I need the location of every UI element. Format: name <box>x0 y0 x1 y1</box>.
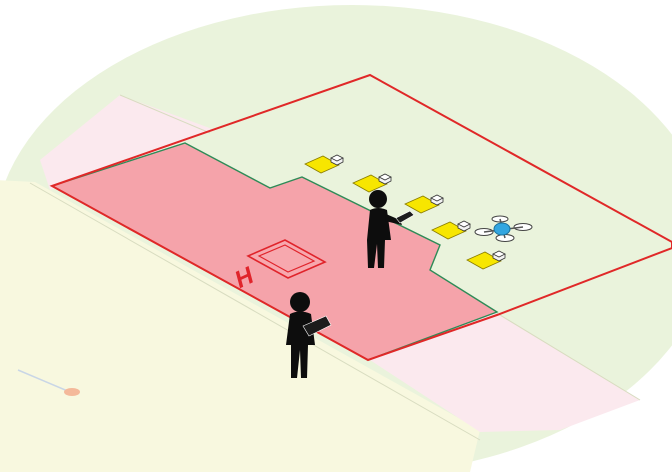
observer-tablet <box>302 315 332 337</box>
target-pad-surface <box>431 221 467 240</box>
ground-marker <box>64 388 80 396</box>
operator-with-controller <box>367 190 415 268</box>
ground-divider-2 <box>119 94 211 134</box>
target-box <box>378 173 392 181</box>
ground-divider-3 <box>494 311 641 401</box>
target-pad-surface <box>404 195 440 214</box>
helipad: H <box>233 239 327 295</box>
target-pad <box>466 250 506 270</box>
helipad-inner <box>257 244 316 273</box>
operator-head <box>369 190 387 208</box>
target-box <box>330 154 344 162</box>
quadcopter-drone <box>474 215 533 242</box>
target-pads <box>304 154 506 270</box>
target-pad-surface <box>304 155 340 174</box>
target-box <box>492 250 506 258</box>
ground-band-pink-left <box>40 95 215 190</box>
helipad-letter: H <box>233 261 256 295</box>
target-box <box>457 220 471 228</box>
target-pad-surface <box>466 251 502 270</box>
drone-body <box>493 222 511 236</box>
operator-controller <box>395 210 415 224</box>
target-pad <box>352 173 392 193</box>
target-pad <box>404 194 444 214</box>
target-box <box>430 194 444 202</box>
target-pad <box>431 220 471 240</box>
target-pad-surface <box>352 174 388 193</box>
zone-boundary <box>49 73 672 362</box>
operator-arm <box>385 214 402 225</box>
operator-body <box>367 208 391 268</box>
ground-track-line <box>17 369 71 393</box>
helipad-outer <box>246 239 327 279</box>
ground-band-yellow <box>0 180 480 472</box>
observer-with-tablet <box>286 292 332 378</box>
target-pad <box>304 154 344 174</box>
ground-band-pink-right <box>370 312 640 432</box>
ground-divider-1 <box>29 182 481 441</box>
observer-head <box>290 292 310 312</box>
